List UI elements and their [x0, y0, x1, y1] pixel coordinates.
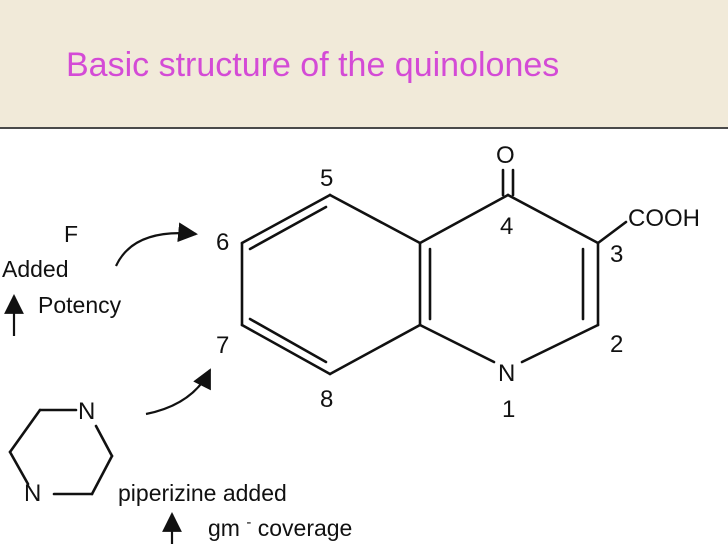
position-4-label: 4: [500, 213, 513, 240]
position-5-label: 5: [320, 165, 333, 192]
position-6-label: 6: [216, 229, 229, 256]
side-annotations: F Added Potency piperizine added gm - co…: [2, 221, 352, 541]
oxygen-atom-label: O: [496, 142, 515, 169]
bond-8-8a: [328, 323, 422, 376]
piperazine-nitrogen-bottom: N: [24, 480, 41, 507]
gm-superscript: -: [246, 514, 251, 531]
potency-label: Potency: [38, 292, 122, 318]
piperazine-arrow: [145, 368, 211, 416]
annotation-arrows: [4, 222, 211, 544]
coverage-text: coverage: [258, 515, 353, 541]
atom-labels: O COOH N N N: [24, 142, 700, 507]
bond-2-n1: [520, 323, 600, 364]
bond-5-6-double: [248, 205, 328, 251]
position-2-label: 2: [610, 331, 623, 358]
bond-4a-5: [328, 193, 422, 245]
pip-bond-top-right: [94, 424, 114, 458]
piperizine-added-label: piperizine added: [118, 480, 287, 506]
bond-n1-8a: [418, 323, 496, 364]
ring-bonds: [8, 168, 628, 496]
fluorine-label: F: [64, 221, 78, 247]
cooh-bond: [596, 220, 628, 245]
gm-coverage-label: gm - coverage: [208, 506, 352, 541]
position-7-label: 7: [216, 332, 229, 359]
added-label: Added: [2, 256, 69, 282]
bond-4a-4: [418, 193, 510, 245]
pip-bond-bottom-right: [90, 454, 114, 496]
position-1-label: 1: [502, 396, 515, 423]
fluorine-arrow: [115, 222, 198, 267]
bond-7-8: [240, 323, 332, 376]
ring-nitrogen-label: N: [498, 360, 515, 387]
cooh-label: COOH: [628, 205, 700, 232]
position-3-label: 3: [610, 241, 623, 268]
bond-4-3: [506, 193, 600, 245]
bond-5-6: [240, 193, 332, 245]
pip-bond-top-left: [8, 408, 42, 454]
pip-bond-bottom-left: [8, 450, 30, 486]
position-8-label: 8: [320, 386, 333, 413]
bond-7-8-double: [248, 317, 328, 364]
position-numbers: 5 4 6 3 7 2 8 1: [216, 165, 623, 423]
piperazine-nitrogen-top: N: [78, 398, 95, 425]
title-banner: Basic structure of the quinolones: [0, 0, 728, 129]
gm-text: gm: [208, 515, 240, 541]
slide-title: Basic structure of the quinolones: [66, 46, 560, 84]
